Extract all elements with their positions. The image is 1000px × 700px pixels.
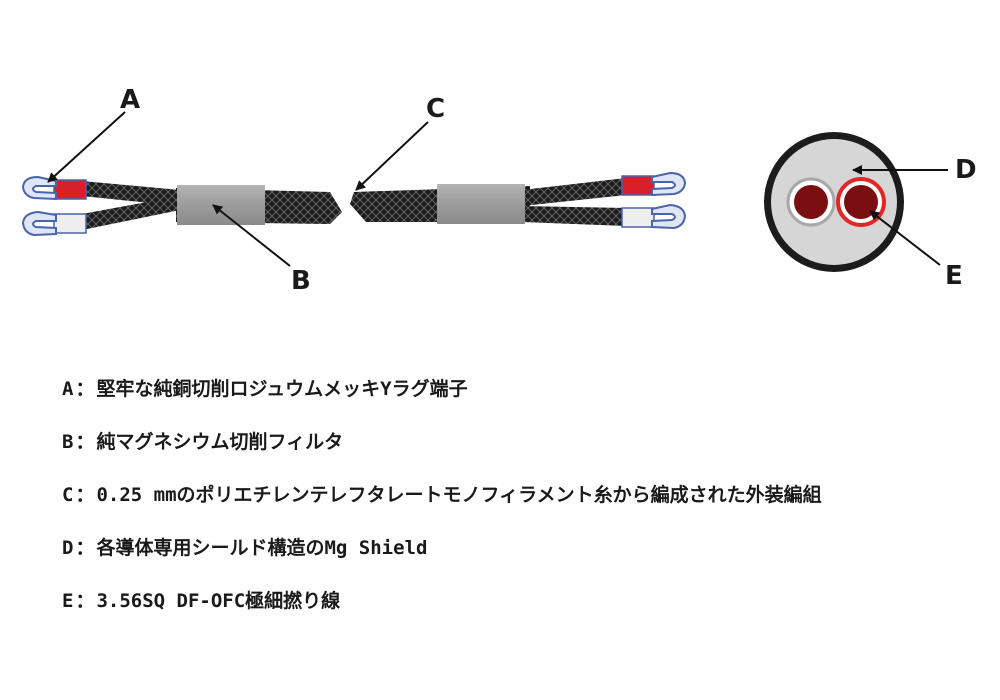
legend-item-e: E：3.56SQ DF-OFC極細撚り線 — [62, 588, 982, 614]
legend-separator: ： — [75, 431, 95, 453]
legend-text: 0.25 mmのポリエチレンテレフタレートモノフィラメント糸から編成された外装編… — [96, 484, 822, 506]
leader-c — [355, 121, 429, 191]
left-lower-lead — [82, 196, 180, 230]
legend-text: 3.56SQ DF-OFC極細撚り線 — [96, 590, 341, 612]
legend-separator: ： — [75, 484, 95, 506]
callout-a: A — [120, 85, 140, 115]
right-upper-lead — [522, 178, 626, 206]
legend-separator: ： — [75, 378, 95, 400]
right-mg-filter — [437, 184, 525, 224]
right-cable-assembly — [350, 171, 687, 230]
legend-text: 純マグネシウム切削フィルタ — [96, 431, 344, 453]
leader-b — [212, 204, 291, 267]
right-red-sleeve — [621, 175, 655, 196]
right-lower-lead — [522, 206, 626, 226]
cable-cross-section — [764, 132, 904, 272]
callout-e: E — [945, 261, 963, 291]
legend-item-c: C：0.25 mmのポリエチレンテレフタレートモノフィラメント糸から編成された外… — [62, 482, 982, 508]
leader-lines — [47, 111, 948, 267]
legend-letter: B — [62, 431, 74, 453]
component-legend: A：堅牢な純銅切削ロジュウムメッキYラグ端子 B：純マグネシウム切削フィルタ C… — [62, 376, 982, 641]
right-upper-spade-terminal — [651, 171, 687, 197]
legend-letter: C — [62, 484, 74, 506]
legend-letter: A — [62, 378, 74, 400]
legend-letter: E — [62, 590, 74, 612]
legend-text: 各導体専用シールド構造のMg Shield — [96, 537, 428, 559]
legend-separator: ： — [75, 537, 95, 559]
right-lower-spade-terminal — [651, 203, 687, 230]
left-red-sleeve — [53, 179, 87, 200]
left-cable-assembly — [21, 175, 342, 237]
legend-separator: ： — [75, 590, 95, 612]
legend-letter: D — [62, 537, 74, 559]
legend-text: 堅牢な純銅切削ロジュウムメッキYラグ端子 — [96, 378, 468, 400]
left-mg-filter — [177, 185, 265, 225]
right-white-sleeve — [621, 207, 655, 228]
legend-item-a: A：堅牢な純銅切削ロジュウムメッキYラグ端子 — [62, 376, 982, 402]
left-white-sleeve — [53, 213, 87, 234]
leader-e — [869, 210, 941, 266]
left-conductor — [794, 185, 828, 219]
cable-diagram: A B C D E — [21, 85, 977, 296]
callout-c: C — [426, 94, 445, 124]
callout-d: D — [955, 155, 977, 185]
legend-item-d: D：各導体専用シールド構造のMg Shield — [62, 535, 982, 561]
left-lower-spade-terminal — [21, 210, 57, 237]
legend-item-b: B：純マグネシウム切削フィルタ — [62, 429, 982, 455]
callout-b: B — [291, 266, 311, 296]
left-upper-lead — [82, 181, 180, 206]
leader-a — [47, 111, 126, 183]
